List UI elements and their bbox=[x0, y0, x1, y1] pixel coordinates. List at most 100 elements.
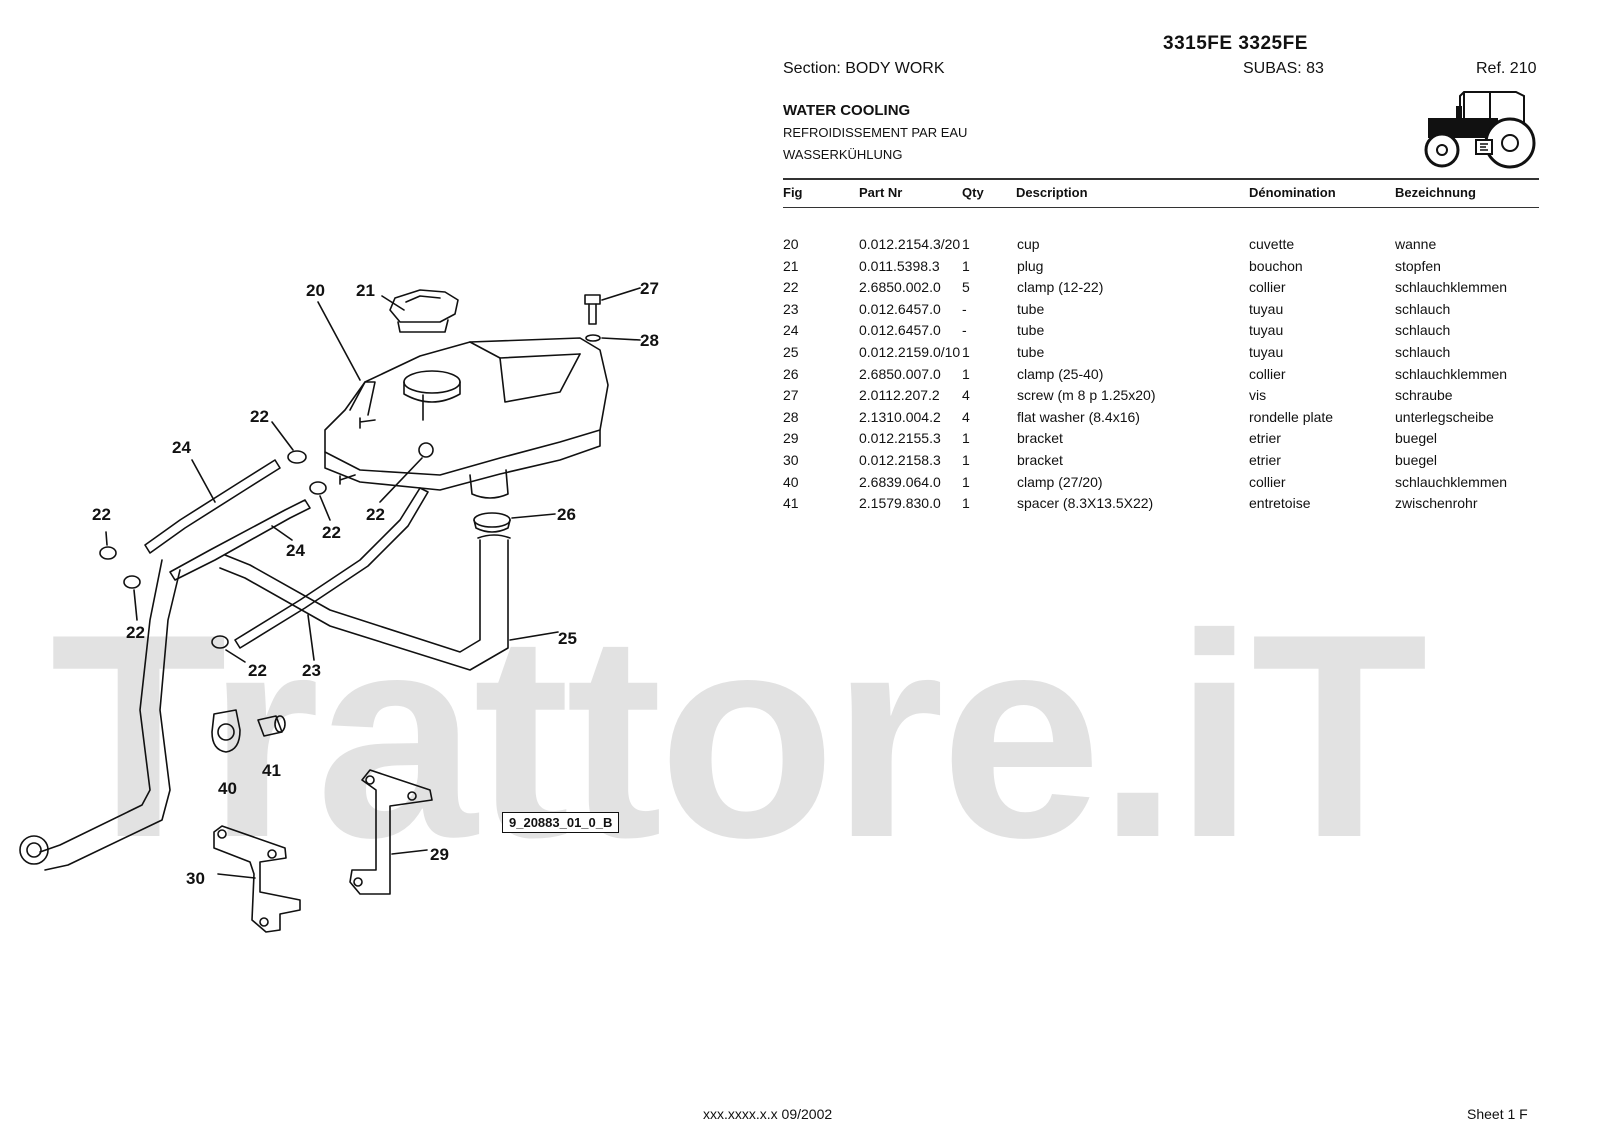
clamp-part-22c bbox=[99, 546, 117, 560]
cell-fig: 23 bbox=[783, 300, 799, 317]
cell-part-nr: 2.0112.207.2 bbox=[859, 387, 940, 404]
cell-qty: 1 bbox=[962, 451, 970, 468]
leader-24b bbox=[271, 525, 293, 541]
leader-22e bbox=[133, 589, 138, 621]
col-header-part: Part Nr bbox=[859, 185, 903, 200]
hose-lower-left bbox=[39, 559, 163, 853]
cell-denomination: vis bbox=[1249, 387, 1267, 404]
cell-denomination: tuyau bbox=[1249, 322, 1284, 339]
callout-30: 30 bbox=[186, 869, 205, 888]
clamp-part-26 bbox=[473, 512, 511, 528]
callout-40: 40 bbox=[218, 779, 237, 798]
cell-description: tube bbox=[1017, 322, 1045, 339]
cell-denomination: tuyau bbox=[1249, 343, 1284, 360]
callout-22f: 22 bbox=[248, 661, 267, 680]
cell-fig: 40 bbox=[783, 473, 799, 490]
col-header-qty: Qty bbox=[962, 185, 984, 200]
table-top-rule bbox=[783, 178, 1539, 180]
cell-qty: - bbox=[962, 322, 967, 339]
cell-qty: 4 bbox=[962, 387, 970, 404]
leader-22b bbox=[319, 495, 331, 521]
cell-denomination: entretoise bbox=[1249, 495, 1311, 512]
clamp-part-40 bbox=[211, 709, 241, 753]
cell-description: flat washer (8.4x16) bbox=[1017, 408, 1140, 425]
cell-fig: 22 bbox=[783, 279, 799, 296]
group-title-de: WASSERKÜHLUNG bbox=[783, 147, 903, 162]
clamp-part-22d bbox=[123, 575, 141, 589]
cell-qty: 5 bbox=[962, 279, 970, 296]
callout-22e: 22 bbox=[126, 623, 145, 642]
cell-qty: 1 bbox=[962, 343, 970, 360]
footer-code: xxx.xxxx.x.x 09/2002 bbox=[703, 1106, 833, 1122]
cell-denomination: etrier bbox=[1249, 430, 1281, 447]
tank-outline-lower bbox=[324, 429, 601, 491]
col-header-fr: Dénomination bbox=[1249, 185, 1336, 200]
cell-denomination: collier bbox=[1249, 473, 1286, 490]
callout-29: 29 bbox=[430, 845, 449, 864]
cell-denomination: rondelle plate bbox=[1249, 408, 1334, 425]
cell-bezeichnung: schlauch bbox=[1395, 322, 1451, 339]
callout-22a: 22 bbox=[250, 407, 269, 426]
cell-description: clamp (12-22) bbox=[1017, 279, 1104, 296]
callout-28: 28 bbox=[640, 331, 659, 350]
cell-fig: 24 bbox=[783, 322, 799, 339]
cell-part-nr: 2.6850.002.0 bbox=[859, 279, 941, 296]
cell-bezeichnung: schlauchklemmen bbox=[1395, 279, 1508, 296]
cell-description: bracket bbox=[1017, 430, 1063, 447]
cell-description: clamp (25-40) bbox=[1017, 365, 1104, 382]
cell-bezeichnung: buegel bbox=[1395, 451, 1438, 468]
tank-part-20 bbox=[324, 337, 609, 476]
cell-fig: 30 bbox=[783, 451, 799, 468]
bracket-part-30 bbox=[213, 825, 301, 933]
tube-part-24a bbox=[144, 459, 281, 554]
col-header-desc: Description bbox=[1016, 185, 1088, 200]
leader-30 bbox=[217, 873, 256, 879]
callout-20: 20 bbox=[306, 281, 325, 300]
leader-25 bbox=[509, 631, 559, 641]
cell-description: tube bbox=[1017, 300, 1045, 317]
cell-qty: 1 bbox=[962, 236, 970, 252]
cell-denomination: etrier bbox=[1249, 451, 1281, 468]
cell-qty: 1 bbox=[962, 430, 970, 447]
bracket-part-29 bbox=[349, 769, 433, 895]
cell-part-nr: 0.012.6457.0 bbox=[859, 322, 941, 339]
cell-bezeichnung: schraube bbox=[1395, 387, 1453, 404]
cell-description: screw (m 8 p 1.25x20) bbox=[1017, 387, 1156, 404]
cap-part-21 bbox=[389, 289, 459, 323]
cell-qty: 1 bbox=[962, 495, 970, 512]
leader-24a bbox=[191, 459, 216, 503]
screw-part-27 bbox=[584, 294, 601, 305]
cell-part-nr: 2.1579.830.0 bbox=[859, 495, 941, 512]
cell-description: spacer (8.3X13.5X22) bbox=[1017, 495, 1154, 512]
col-header-de: Bezeichnung bbox=[1395, 185, 1476, 200]
leader-22a bbox=[271, 421, 294, 451]
cell-part-nr: 0.012.6457.0 bbox=[859, 300, 941, 317]
tube-part-24b bbox=[169, 499, 311, 581]
clamp-part-22b bbox=[309, 481, 327, 495]
callout-23: 23 bbox=[302, 661, 321, 680]
cell-description: tube bbox=[1017, 343, 1045, 360]
leader-22f bbox=[225, 649, 246, 663]
leader-20 bbox=[317, 301, 361, 381]
callout-22d: 22 bbox=[366, 505, 385, 524]
tube-part-25 bbox=[224, 539, 481, 653]
callout-26: 26 bbox=[557, 505, 576, 524]
cell-part-nr: 0.012.2154.3/20 bbox=[859, 236, 961, 252]
cell-denomination: bouchon bbox=[1249, 257, 1303, 274]
cell-fig: 20 bbox=[783, 236, 799, 252]
group-title-en: WATER COOLING bbox=[783, 102, 911, 119]
cell-bezeichnung: stopfen bbox=[1395, 257, 1441, 274]
cell-qty: - bbox=[962, 300, 967, 317]
cell-part-nr: 2.1310.004.2 bbox=[859, 408, 941, 425]
callout-24a: 24 bbox=[172, 438, 191, 457]
col-header-fig: Fig bbox=[783, 185, 803, 200]
cell-fig: 27 bbox=[783, 387, 799, 404]
